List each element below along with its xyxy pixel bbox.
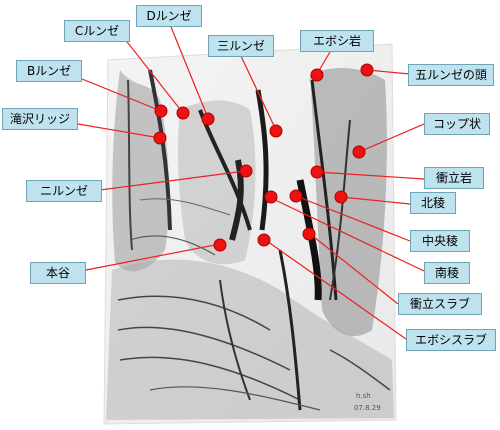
leader-ni-runze xyxy=(99,170,246,191)
marker-tsuitate-slab xyxy=(302,227,316,241)
san-gully-line xyxy=(255,89,269,231)
label-tsuitate-iwa: 衝立岩 xyxy=(424,167,484,189)
marker-d-runze xyxy=(201,112,215,126)
label-eboshi-slab: エボシスラブ xyxy=(406,329,496,351)
marker-b-runze xyxy=(154,104,168,118)
marker-cup xyxy=(352,145,366,159)
leader-takizawa xyxy=(77,123,161,139)
marker-takizawa xyxy=(153,131,167,145)
label-cup-jo: コップ状 xyxy=(424,113,490,135)
leader-minami-ryo xyxy=(270,197,425,272)
leader-d-runze xyxy=(168,21,209,119)
marker-eboshi-iwa xyxy=(310,68,324,82)
markers xyxy=(153,63,374,252)
label-go-runze-head: 五ルンゼの頭 xyxy=(408,64,494,86)
label-chuo-ryo: 中央稜 xyxy=(410,230,470,252)
marker-hon-dani xyxy=(213,238,227,252)
label-tsuitate-slab: 衝立スラブ xyxy=(398,293,482,315)
label-eboshi-iwa: エボシ岩 xyxy=(300,30,374,52)
label-takizawa-ridge: 滝沢リッジ xyxy=(2,108,78,130)
marker-ni-runze xyxy=(239,164,253,178)
lower-basin xyxy=(106,259,394,420)
label-d-runze: Dルンゼ xyxy=(136,5,202,27)
marker-san-runze xyxy=(269,124,283,138)
marker-minami-ryo xyxy=(264,190,278,204)
marker-chuo-ryo xyxy=(289,189,303,203)
right-massif xyxy=(310,68,387,337)
leader-hon-dani xyxy=(85,243,221,271)
label-san-runze: 三ルンゼ xyxy=(208,35,274,57)
leader-kita-ryo xyxy=(340,196,411,205)
label-ni-runze: ニルンゼ xyxy=(26,180,102,202)
leader-tsuitate-iwa xyxy=(316,171,425,180)
leader-b-runze xyxy=(81,78,162,112)
marker-eboshi-slab xyxy=(257,233,271,247)
marker-tsuitate-iwa xyxy=(310,165,324,179)
leader-san-runze xyxy=(239,53,277,131)
marker-c-runze xyxy=(176,106,190,120)
leader-c-runze xyxy=(123,37,184,114)
sketch-signature: h.sh xyxy=(356,392,371,400)
label-minami-ryo: 南稜 xyxy=(424,262,470,284)
label-hon-dani: 本谷 xyxy=(30,262,86,284)
leader-eboshi-slab xyxy=(263,238,407,340)
left-buttress xyxy=(112,70,170,272)
label-kita-ryo: 北稜 xyxy=(410,192,456,214)
label-c-runze: Cルンゼ xyxy=(64,20,130,42)
leader-tsuitate-slab xyxy=(308,232,399,305)
sketch-date: 07.8.29 xyxy=(354,404,381,412)
leader-chuo-ryo xyxy=(295,195,411,242)
leader-go-runze xyxy=(366,69,411,75)
marker-kita-ryo xyxy=(334,190,348,204)
leader-cup xyxy=(358,123,425,153)
marker-go-runze xyxy=(360,63,374,77)
label-b-runze: Bルンゼ xyxy=(16,60,82,82)
leader-lines xyxy=(77,21,425,340)
